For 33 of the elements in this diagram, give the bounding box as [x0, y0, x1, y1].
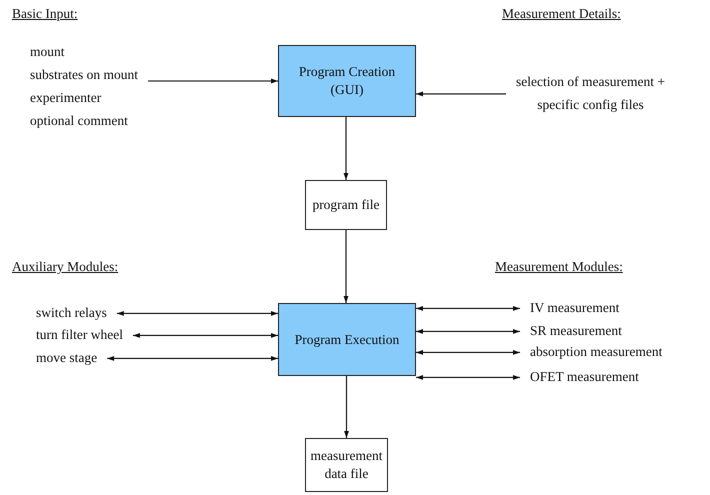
arrow [416, 350, 520, 355]
process-box: Program Creation (GUI) [278, 45, 416, 117]
section-heading: Measurement Details: [502, 6, 622, 22]
arrow [416, 92, 506, 96]
text-label: mount [30, 43, 66, 61]
arrow [344, 376, 349, 438]
text-label: optional comment [30, 112, 129, 130]
arrow [107, 356, 278, 361]
text-label: SR measurement [530, 320, 622, 343]
arrow [416, 306, 520, 311]
text-label: turn filter wheel [36, 324, 123, 347]
section-heading: Auxiliary Modules: [12, 259, 120, 275]
text-label: selection of measurement + [516, 73, 665, 91]
text-label: specific config files [536, 96, 645, 114]
section-heading: Basic Input: [12, 6, 79, 22]
file-box: measurement data file [305, 438, 388, 492]
text-label: switch relays [36, 302, 107, 325]
arrow [416, 329, 520, 334]
file-box: program file [305, 180, 387, 230]
text-label: IV measurement [530, 297, 620, 320]
arrow [148, 78, 278, 84]
arrow [344, 230, 348, 303]
text-label: substrates on mount [30, 66, 138, 84]
arrow [416, 375, 520, 380]
text-label: absorption measurement [530, 341, 662, 364]
process-box: Program Execution [278, 303, 416, 376]
arrow [132, 333, 278, 338]
text-label: experimenter [30, 88, 102, 107]
section-heading: Measurement Modules: [495, 259, 624, 275]
arrow [344, 117, 348, 180]
arrow [116, 311, 278, 316]
text-label: move stage [36, 347, 98, 370]
text-label: OFET measurement [530, 366, 639, 389]
